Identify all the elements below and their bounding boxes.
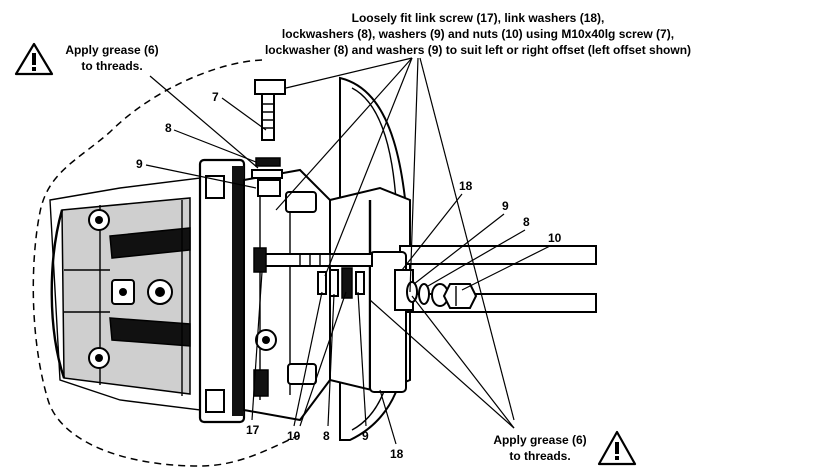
instruction-line-2: lockwashers (8), washers (9) and nuts (1… (282, 27, 674, 41)
part-label-8: 8 (165, 121, 172, 135)
grease-note-left-line-1: Apply grease (6) (65, 43, 158, 57)
part-label-10: 10 (287, 429, 301, 443)
part-label-9: 9 (136, 157, 143, 171)
grease-note-left-line-2: to threads. (81, 59, 142, 73)
part-label-18: 18 (459, 179, 473, 193)
instruction-line-1: Loosely fit link screw (17), link washer… (352, 11, 605, 25)
grease-note-right-line-2: to threads. (509, 449, 570, 463)
part-label-9: 9 (502, 199, 509, 213)
warning-icon (597, 430, 637, 466)
link-plate (369, 251, 414, 393)
screw-7 (251, 79, 286, 197)
part-label-10: 10 (548, 231, 562, 245)
instruction-line-3: lockwasher (8) and washers (9) to suit l… (265, 43, 691, 57)
part-label-7: 7 (212, 90, 219, 104)
part-label-8: 8 (523, 215, 530, 229)
link-screw (253, 247, 373, 273)
leader-lines (145, 57, 551, 445)
linkage-rods (399, 245, 597, 313)
part-label-8: 8 (323, 429, 330, 443)
part-label-17: 17 (246, 423, 260, 437)
cutaway-boundary (32, 59, 301, 467)
warning-icon (14, 42, 54, 76)
actuator-body (49, 177, 201, 411)
part-label-9: 9 (362, 429, 369, 443)
grease-note-right-line-1: Apply grease (6) (493, 433, 586, 447)
mounting-flange (198, 158, 246, 424)
part-label-18: 18 (390, 447, 404, 461)
washer-stack-right (406, 281, 478, 309)
